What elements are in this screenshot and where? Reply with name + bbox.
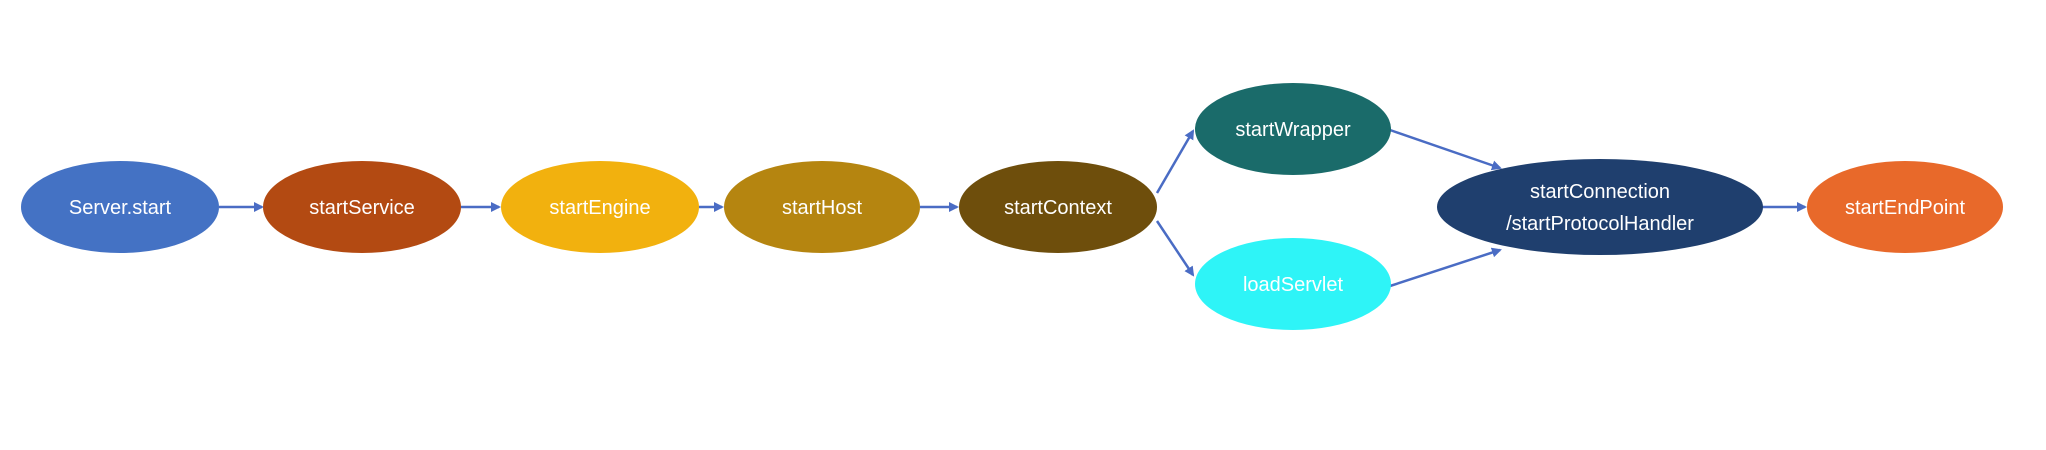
node-start-context: startContext — [959, 161, 1157, 253]
node-start-endpoint-label: startEndPoint — [1845, 197, 1966, 219]
arrow-start-context-to-start-wrapper — [1155, 129, 1195, 194]
node-start-service-shape — [263, 161, 461, 253]
node-start-service: startService — [263, 161, 461, 253]
node-load-servlet-label: loadServlet — [1243, 274, 1344, 296]
node-start-wrapper-shape — [1195, 83, 1391, 175]
arrow-start-wrapper-to-start-connection — [1389, 128, 1502, 171]
arrows — [219, 128, 1807, 288]
node-start-host-shape — [724, 161, 920, 253]
node-start-engine-shape — [501, 161, 699, 253]
node-start-endpoint: startEndPoint — [1807, 161, 2003, 253]
arrow-load-servlet-to-start-connection — [1389, 247, 1502, 288]
node-load-servlet: loadServlet — [1195, 238, 1391, 330]
node-start-host-label: startHost — [782, 197, 862, 219]
node-load-servlet-shape — [1195, 238, 1391, 330]
arrow-start-context-to-load-servlet — [1155, 220, 1195, 277]
node-server-start-label: Server.start — [69, 197, 172, 219]
node-start-service-label: startService — [309, 197, 415, 219]
node-start-context-label: startContext — [1004, 197, 1112, 219]
node-start-wrapper: startWrapper — [1195, 83, 1391, 175]
node-start-connection: startConnection /startProtocolHandler — [1437, 159, 1763, 255]
node-start-connection-shape — [1437, 159, 1763, 255]
node-start-endpoint-shape — [1807, 161, 2003, 253]
node-start-wrapper-label: startWrapper — [1235, 119, 1351, 141]
node-start-connection-label-line1: startConnection — [1530, 181, 1670, 203]
node-server-start-shape — [21, 161, 219, 253]
node-server-start: Server.start — [21, 161, 219, 253]
node-start-engine-label: startEngine — [549, 197, 650, 219]
node-start-context-shape — [959, 161, 1157, 253]
node-start-connection-label-line2: /startProtocolHandler — [1506, 213, 1694, 235]
node-start-engine: startEngine — [501, 161, 699, 253]
node-start-host: startHost — [724, 161, 920, 253]
